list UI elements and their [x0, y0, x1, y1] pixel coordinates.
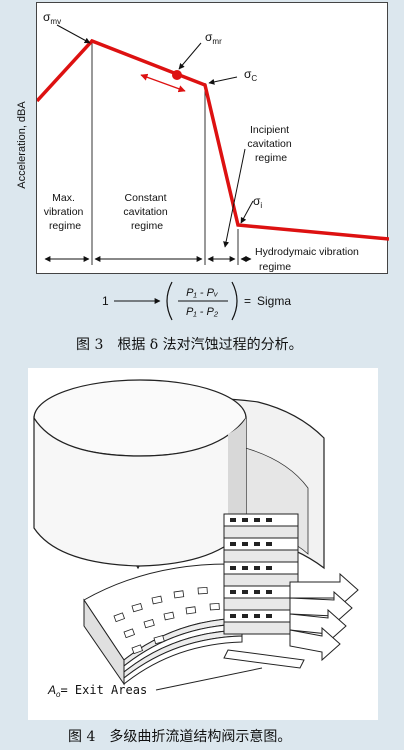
figure3-svg: σmv σmr σC σi Max. vibration regime Cons…	[35, 10, 390, 273]
channel-stack	[223, 513, 299, 635]
figure3-chart-panel: σmv σmr σC σi Max. vibration regime Cons…	[35, 2, 390, 274]
exit-arrows	[289, 572, 359, 662]
formula-denominator: P₁ - P₂	[186, 306, 219, 318]
cylinder-shade	[228, 418, 246, 544]
valve-illustration: Ao= Exit Areas	[33, 379, 359, 699]
exit-area-bar	[223, 649, 305, 669]
regime-label-constant: Constant cavitation regime	[123, 192, 170, 232]
operating-range-arrow	[140, 73, 186, 93]
operating-point-dot	[172, 70, 182, 80]
sigma-curve	[35, 38, 390, 241]
label-sigma-mr: σmr	[205, 30, 222, 46]
regime-label-hydro: Hydrodymaic vibration regime	[255, 246, 362, 273]
exit-area-label: Ao= Exit Areas	[47, 683, 147, 699]
sigma-formula: 1 P₁ - Pᵥ P₁ - P₂ = Sigma	[102, 281, 291, 321]
pointer-mv	[56, 24, 91, 44]
pointer-c	[208, 76, 238, 85]
figure4-caption: 图 4 多级曲折流道结构阀示意图。	[68, 729, 292, 745]
formula-numerator: P₁ - Pᵥ	[186, 287, 218, 299]
pointer-incipient	[223, 148, 246, 248]
figure4-panel: Ao= Exit Areas	[28, 368, 378, 720]
channel-notches	[230, 518, 272, 618]
y-axis-label-svg: Acceleration, dBA	[16, 101, 28, 189]
figure3-caption: 图 3 根据 δ 法对汽蚀过程的分析。	[76, 337, 303, 353]
y-axis-label: Acceleration, dBA	[16, 101, 28, 189]
flow-slots	[113, 586, 220, 655]
regime-label-max: Max. vibration regime	[44, 192, 87, 232]
label-sigma-mv: σmv	[43, 10, 61, 26]
formula-paren-right	[231, 281, 238, 321]
formula-right: Sigma	[257, 294, 291, 308]
label-sigma-c: σC	[244, 67, 257, 83]
pointer-i	[240, 200, 254, 224]
stacked-disks	[83, 563, 243, 686]
formula-left: 1	[102, 294, 109, 308]
exit-area-leader	[155, 667, 263, 691]
label-sigma-i: σi	[253, 194, 262, 210]
formula-paren-left	[166, 281, 173, 321]
formula-equals: =	[244, 294, 251, 308]
regime-label-incipient: Incipient cavitation regime	[247, 124, 294, 164]
pointer-mr	[178, 42, 202, 70]
